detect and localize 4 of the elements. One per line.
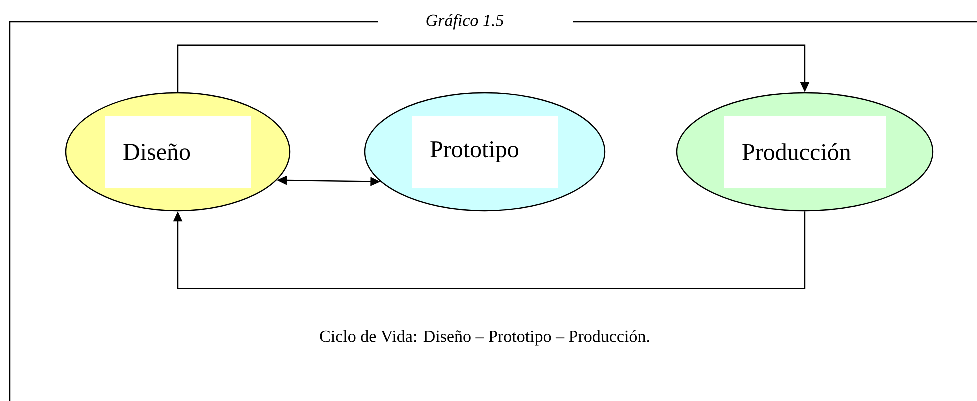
arrow (173, 212, 806, 290)
caption: Ciclo de Vida: Diseño – Prototipo – Producción. (320, 330, 650, 346)
arrow (177, 44, 810, 92)
title: Gráfico 1.5 (426, 14, 504, 30)
